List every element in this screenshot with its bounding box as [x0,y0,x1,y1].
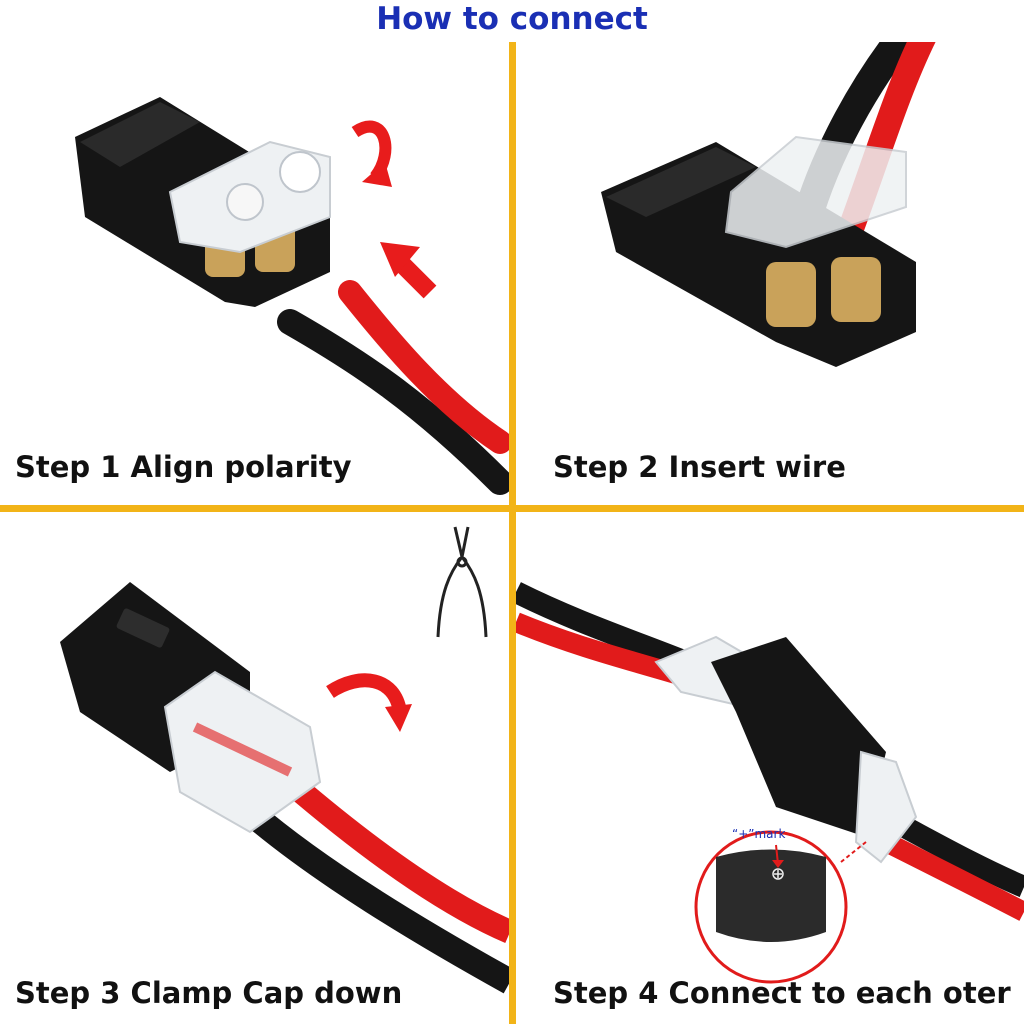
step-1-panel: Step 1 Align polarity [0,42,509,505]
clamp-arrow-icon [326,673,407,714]
step-3-label: Step 3 Clamp Cap down [15,976,403,1010]
page-title: How to connect [376,1,648,37]
step-2-panel: Step 2 Insert wire [516,42,1024,505]
step-3-panel: Step 3 Clamp Cap down [0,512,509,1024]
step-4-panel: “+”mark Step 4 Connect to each oter [516,512,1024,1024]
step-4-label: Step 4 Connect to each oter [553,976,1011,1010]
step-1-label: Step 1 Align polarity [15,450,352,484]
pliers-icon [436,526,488,638]
vertical-divider [509,42,516,1024]
step-3-illustration [60,526,509,994]
plus-mark-label: “+”mark [732,827,786,841]
insert-arrow-icon [393,255,437,299]
horizontal-divider [0,505,1024,512]
step-2-label: Step 2 Insert wire [553,450,846,484]
step-1-illustration [75,97,509,495]
step-2-illustration [601,42,936,367]
step-4-illustration [516,582,1024,984]
